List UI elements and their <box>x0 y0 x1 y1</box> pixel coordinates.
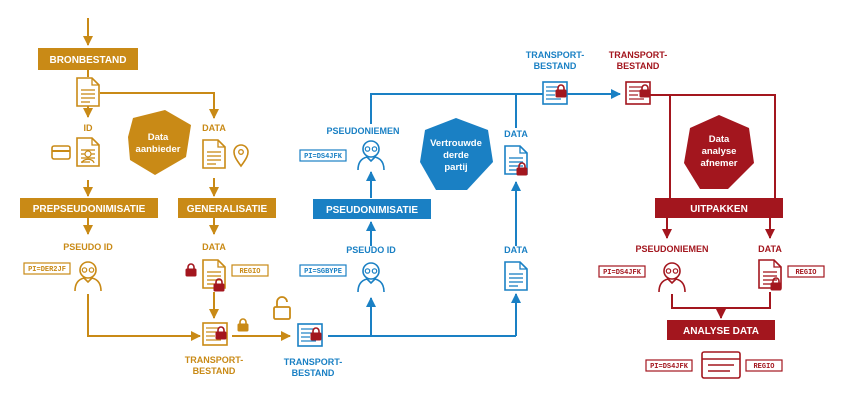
unpack-box <box>655 198 783 218</box>
transport-file-label: BESTAND <box>534 61 577 71</box>
analyse-data-label: ANALYSE DATA <box>683 326 759 337</box>
pi-tag-text: PI=DS4JFK <box>650 363 689 371</box>
document-icon <box>76 77 100 107</box>
pseudonyms-label: PSEUDONIEMEN <box>635 244 708 254</box>
data-label: DATA <box>504 245 528 255</box>
prepseudonymisation-label: PREPSEUDONIMISATIE <box>33 204 146 215</box>
document-icon <box>202 139 226 169</box>
source-file-box <box>38 48 138 70</box>
table-icon <box>701 351 741 379</box>
source-file-label: BRONBESTAND <box>49 55 126 66</box>
transport-file-label: BESTAND <box>193 366 236 376</box>
role-label-line: derde <box>443 150 469 161</box>
person-icon <box>658 262 686 293</box>
pseudo-id-label: PSEUDO ID <box>346 245 396 255</box>
transport-file-label: TRANSPORT- <box>284 357 343 367</box>
role-label-line: partij <box>444 162 467 173</box>
regio-tag <box>231 264 269 277</box>
pi-tag-text: PI=DS4JFK <box>304 153 343 161</box>
pi-tag <box>299 264 347 277</box>
pseudonymisation-label: PSEUDONIMISATIE <box>326 205 418 216</box>
role-label-line: analyse <box>702 146 737 157</box>
document-icon <box>504 261 528 291</box>
role-label-line: afnemer <box>701 158 738 169</box>
pi-tag <box>645 359 693 372</box>
open-padlock-icon <box>273 296 291 320</box>
transport-file-label: TRANSPORT- <box>185 355 244 365</box>
supplier-section <box>83 18 291 341</box>
role-label-line: Data <box>148 132 169 143</box>
pi-tag-text: PI=DS4JFK <box>603 269 642 277</box>
pi-tag <box>299 149 347 162</box>
padlock-icon <box>237 318 249 332</box>
pseudonyms-label: PSEUDONIEMEN <box>326 126 399 136</box>
pi-tag <box>23 262 71 275</box>
analyst-section <box>650 94 776 319</box>
role-hexagon-supplier <box>128 110 191 175</box>
role-hexagon-analyst <box>684 115 754 189</box>
person-icon <box>357 140 385 171</box>
pi-tag <box>598 265 646 278</box>
ttp-section <box>328 89 621 337</box>
id-card-icon <box>51 145 71 160</box>
pseudonymisation-box <box>313 199 431 219</box>
id-document-icon <box>76 137 100 167</box>
data-label: DATA <box>202 123 226 133</box>
generalisation-box <box>178 198 276 218</box>
person-icon <box>357 262 385 293</box>
regio-tag <box>787 265 825 278</box>
regio-tag-text: REGIO <box>753 363 774 371</box>
unpack-label: UITPAKKEN <box>690 204 748 215</box>
person-icon <box>74 261 102 292</box>
transport-file-label: TRANSPORT- <box>526 50 585 60</box>
pi-tag-text: PI=SGBYPE <box>304 268 342 276</box>
location-pin-icon <box>233 144 249 168</box>
transport-file-label: TRANSPORT- <box>609 50 668 60</box>
data-label: DATA <box>504 129 528 139</box>
transport-file-label: BESTAND <box>292 368 335 378</box>
pi-tag-text: PI=DER2JF <box>28 266 66 274</box>
pseudo-id-label: PSEUDO ID <box>63 242 113 252</box>
prepseudonymisation-box <box>20 198 158 218</box>
role-label-line: aanbieder <box>136 144 181 155</box>
id-label: ID <box>84 123 94 133</box>
padlock-icon <box>185 263 197 277</box>
regio-tag <box>745 359 783 372</box>
role-label-line: Vertrouwde <box>430 138 482 149</box>
regio-tag-text: REGIO <box>239 268 260 276</box>
generalisation-label: GENERALISATIE <box>187 204 268 215</box>
regio-tag-text: REGIO <box>795 269 816 277</box>
analyse-data-box <box>667 320 775 340</box>
transport-file-label: BESTAND <box>617 61 660 71</box>
data-label: DATA <box>202 242 226 252</box>
data-label: DATA <box>758 244 782 254</box>
role-label-line: Data <box>709 134 730 145</box>
role-hexagon-ttp <box>420 118 493 190</box>
